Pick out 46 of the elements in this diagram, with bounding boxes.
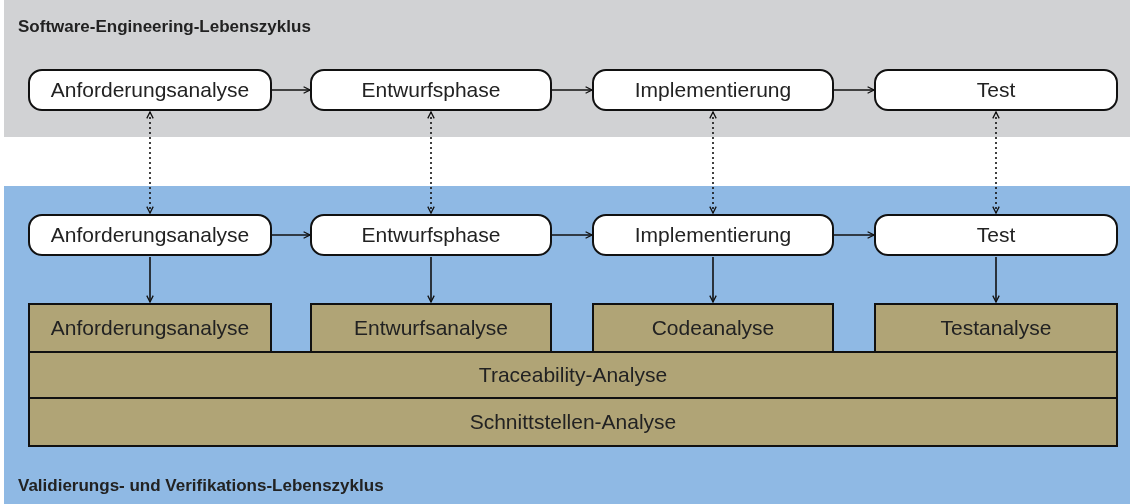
band-title: Software-Engineering-Lebenszyklus <box>18 17 311 37</box>
analysis-box <box>28 351 1118 399</box>
dotted-double-arrow <box>427 111 435 214</box>
analysis-box <box>28 397 1118 447</box>
phase-box <box>28 214 272 256</box>
box-label: Entwurfsanalyse <box>353 316 509 340</box>
box-label: Anforderungsanalyse <box>50 316 250 340</box>
arrow <box>146 256 154 303</box>
box-label: Codeanalyse <box>651 316 775 340</box>
box-label: Anforderungsanalyse <box>50 223 250 247</box>
lifecycle-band <box>4 186 1130 504</box>
box-label: Implementierung <box>634 78 792 102</box>
phase-box <box>874 214 1118 256</box>
analysis-box <box>28 303 272 353</box>
arrow <box>833 86 875 94</box>
phase-box <box>592 69 834 111</box>
analysis-box <box>874 303 1118 353</box>
dotted-double-arrow <box>709 111 717 214</box>
arrow <box>271 231 311 239</box>
box-label: Entwurfsphase <box>361 78 501 102</box>
analysis-box <box>310 303 552 353</box>
arrow <box>992 256 1000 303</box>
analysis-box <box>592 303 834 353</box>
box-label: Traceability-Analyse <box>478 363 668 387</box>
arrow <box>709 256 717 303</box>
phase-box <box>874 69 1118 111</box>
box-label: Test <box>976 223 1016 247</box>
box-label: Test <box>976 78 1016 102</box>
arrow <box>551 86 593 94</box>
arrow <box>427 256 435 303</box>
phase-box <box>592 214 834 256</box>
box-label: Schnittstellen-Analyse <box>469 410 677 434</box>
arrow <box>271 86 311 94</box>
box-label: Testanalyse <box>940 316 1052 340</box>
box-label: Implementierung <box>634 223 792 247</box>
band-title: Validierungs- und Verifikations-Lebenszyklus <box>18 476 384 496</box>
lifecycle-band <box>4 0 1130 137</box>
box-label: Entwurfsphase <box>361 223 501 247</box>
box-label: Anforderungsanalyse <box>50 78 250 102</box>
arrow <box>551 231 593 239</box>
dotted-double-arrow <box>146 111 154 214</box>
phase-box <box>28 69 272 111</box>
phase-box <box>310 69 552 111</box>
phase-box <box>310 214 552 256</box>
dotted-double-arrow <box>992 111 1000 214</box>
arrow <box>833 231 875 239</box>
